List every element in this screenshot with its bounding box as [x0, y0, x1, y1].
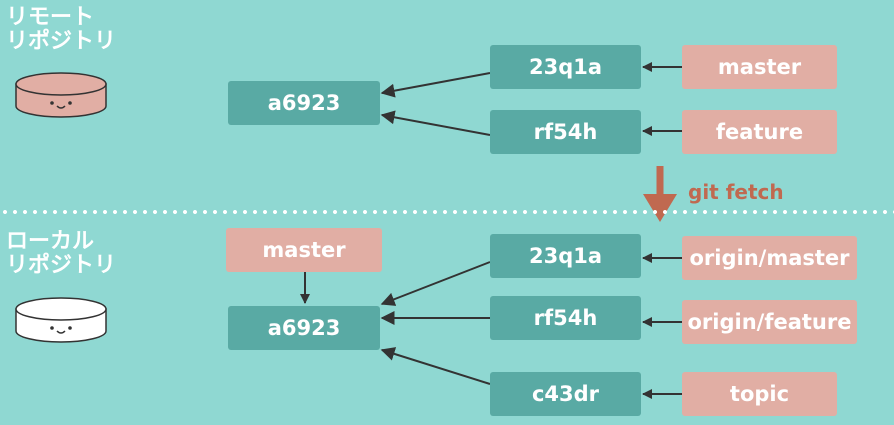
- edge-23q1a-to-a6923-remote: [380, 72, 491, 98]
- remote-ref-feature[interactable]: feature: [682, 110, 837, 154]
- local-ref-origin-master[interactable]: origin/master: [682, 236, 857, 280]
- edge-rf54h-to-a6923-remote: [380, 110, 491, 136]
- local-commit-a6923[interactable]: a6923: [228, 306, 380, 350]
- remote-commit-23q1a[interactable]: 23q1a: [490, 45, 641, 89]
- remote-database-icon: [15, 72, 107, 118]
- local-repository-label: ローカル リポジトリ: [6, 230, 116, 278]
- remote-commit-a6923[interactable]: a6923: [228, 81, 380, 125]
- local-database-icon: [15, 297, 107, 343]
- local-commit-c43dr[interactable]: c43dr: [490, 372, 641, 416]
- git-fetch-label: git fetch: [688, 180, 784, 204]
- remote-repository-label: リモート リポジトリ: [6, 6, 116, 54]
- local-ref-origin-feature[interactable]: origin/feature: [682, 300, 857, 344]
- remote-commit-rf54h[interactable]: rf54h: [490, 110, 641, 154]
- remote-ref-master[interactable]: master: [682, 45, 837, 89]
- edge-c43dr-to-a6923-local: [380, 347, 491, 385]
- local-ref-topic[interactable]: topic: [682, 372, 837, 416]
- remote-label-line1: リモート: [6, 5, 95, 30]
- local-ref-master[interactable]: master: [226, 228, 382, 272]
- local-label-line1: ローカル: [6, 229, 95, 254]
- local-label-line2: リポジトリ: [6, 253, 117, 278]
- fetch-arrow-head: [643, 194, 677, 222]
- remote-label-line2: リポジトリ: [6, 29, 117, 54]
- local-commit-rf54h[interactable]: rf54h: [490, 296, 641, 340]
- local-commit-23q1a[interactable]: 23q1a: [490, 234, 641, 278]
- section-divider: [0, 210, 894, 214]
- edge-23q1a-to-a6923-local: [380, 261, 491, 306]
